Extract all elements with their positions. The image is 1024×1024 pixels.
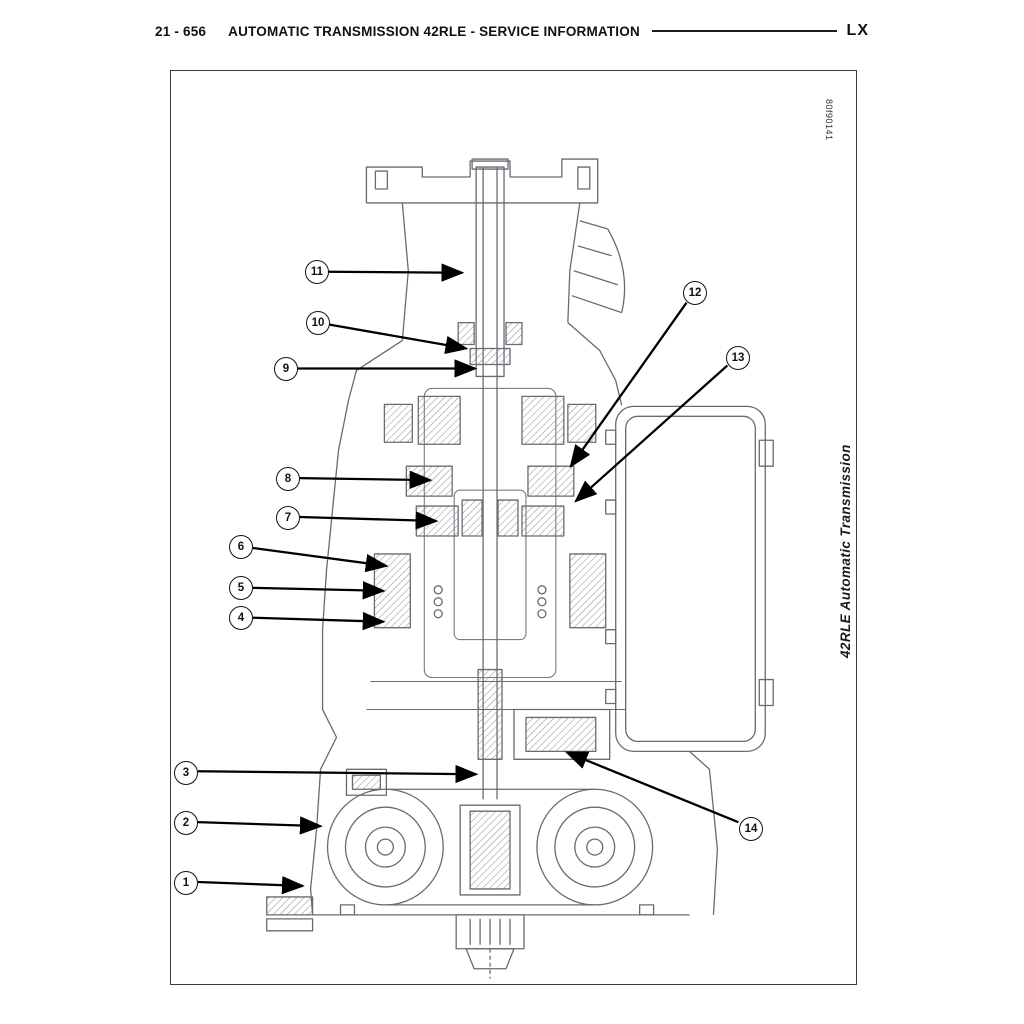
platform-code: LX [846, 22, 869, 39]
page-header: 21 - 656 AUTOMATIC TRANSMISSION 42RLE - … [155, 20, 869, 42]
callout-13: 13 [726, 346, 750, 370]
callout-1: 1 [174, 871, 198, 895]
figure-frame: 1 2 3 4 5 6 7 8 9 10 11 12 13 14 80f9014… [170, 70, 857, 985]
figure-caption: 42RLE Automatic Transmission [838, 444, 853, 658]
callout-7: 7 [276, 506, 300, 530]
callout-4: 4 [229, 606, 253, 630]
callout-3: 3 [174, 761, 198, 785]
callout-6: 6 [229, 535, 253, 559]
document-title: AUTOMATIC TRANSMISSION 42RLE - SERVICE I… [228, 23, 640, 39]
callout-5: 5 [229, 576, 253, 600]
callout-11: 11 [305, 260, 329, 284]
callout-12: 12 [683, 281, 707, 305]
callout-arrows [197, 263, 739, 895]
transmission-cross-section-diagram [197, 158, 774, 979]
callout-2: 2 [174, 811, 198, 835]
callout-9: 9 [274, 357, 298, 381]
callout-10: 10 [306, 311, 330, 335]
page-number: 21 - 656 [155, 23, 207, 39]
callout-8: 8 [276, 467, 300, 491]
header-divider-line [651, 30, 837, 32]
callout-14: 14 [739, 817, 763, 841]
cross-section-drawing [266, 158, 774, 979]
figure-id-code: 80f90141 [824, 99, 834, 141]
